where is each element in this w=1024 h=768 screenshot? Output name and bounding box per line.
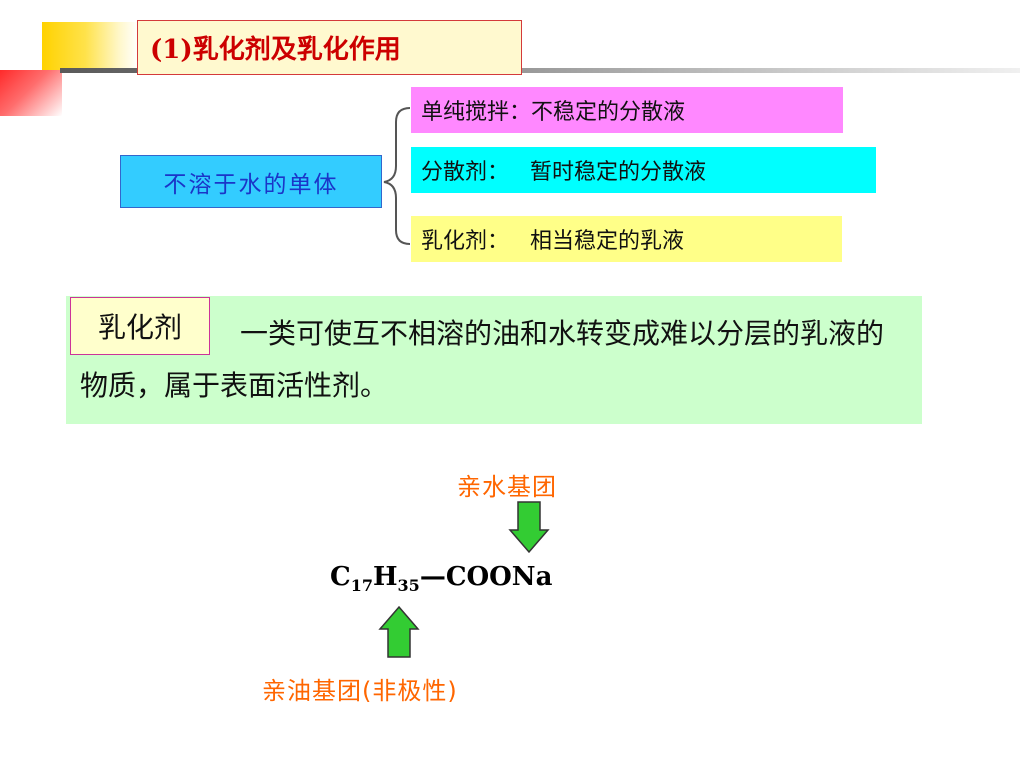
option-emulsifier: 乳化剂： 相当稳定的乳液 <box>411 216 842 262</box>
formula-hydrogen-count: 35 <box>397 576 420 596</box>
corner-decoration-yellow <box>42 22 138 72</box>
formula-carbon-count: 17 <box>350 576 373 596</box>
option-dispersant: 分散剂： 暂时稳定的分散液 <box>411 147 876 193</box>
chemical-formula: C17H35—COONa <box>330 562 552 595</box>
option-simple-stirring: 单纯搅拌：不稳定的分散液 <box>411 87 843 133</box>
hydrophilic-label: 亲水基团 <box>457 473 557 501</box>
lipophilic-label: 亲油基团(非极性) <box>262 677 458 705</box>
corner-decoration-red <box>0 70 62 116</box>
monomer-box: 不溶于水的单体 <box>120 155 382 208</box>
arrow-down-icon <box>508 501 550 554</box>
formula-carboxylate: —COONa <box>419 562 553 592</box>
arrow-up-icon <box>378 605 420 658</box>
formula-carbon: C <box>330 562 351 592</box>
curly-brace <box>383 107 411 245</box>
definition-term: 乳化剂 <box>70 297 210 355</box>
formula-hydrogen: H <box>372 562 398 592</box>
slide-title: (1)乳化剂及乳化作用 <box>137 20 522 75</box>
header-rule <box>60 68 1020 73</box>
definition-text: 一类可使互不相溶的油和水转变成难以分层的乳液的物质，属于表面活性剂。 <box>80 317 885 402</box>
